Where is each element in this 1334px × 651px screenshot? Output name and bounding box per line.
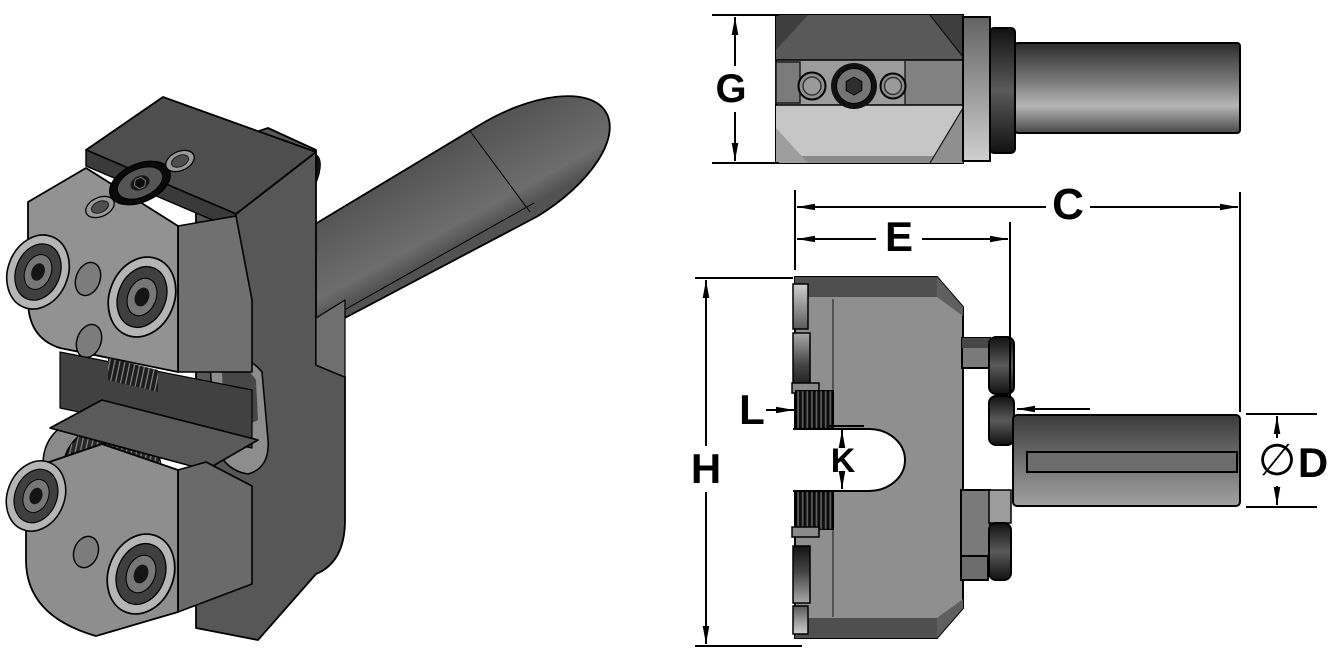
dim-label-C: C (1052, 180, 1084, 229)
dim-K (828, 425, 864, 492)
top-view-side-screw (797, 71, 827, 101)
top-view-side-screw (879, 72, 907, 100)
dim-label-K: K (830, 442, 856, 480)
dim-D (1246, 413, 1317, 508)
front-knurl-bottom (791, 491, 834, 538)
top-view-center-screw (831, 63, 877, 109)
iso-upper-block (0, 96, 317, 373)
dim-label-D: D (1297, 439, 1329, 486)
top-view-shank (1014, 42, 1241, 134)
dim-label-E: E (884, 213, 914, 260)
dim-C (794, 190, 1241, 412)
iso-shank (281, 95, 611, 331)
dim-label-L: L (739, 386, 765, 433)
dim-label-H: H (690, 445, 722, 492)
dim-H (695, 277, 802, 647)
dim-G (712, 14, 779, 164)
isometric-3d-view (0, 95, 611, 641)
iso-hole (74, 261, 102, 297)
top-view-flange (989, 27, 1016, 154)
front-keyway (1026, 451, 1238, 473)
front-knurl-top (791, 382, 834, 429)
dim-E (797, 222, 1011, 398)
dimension-lines (695, 14, 1317, 647)
iso-lower-block (0, 399, 259, 637)
front-side-view (791, 276, 1241, 639)
diameter-symbol: ∅ (1257, 436, 1297, 485)
dim-label-G: G (715, 67, 747, 111)
top-view-end-band (962, 16, 991, 162)
iso-hole (72, 535, 100, 569)
top-view (775, 14, 1241, 164)
